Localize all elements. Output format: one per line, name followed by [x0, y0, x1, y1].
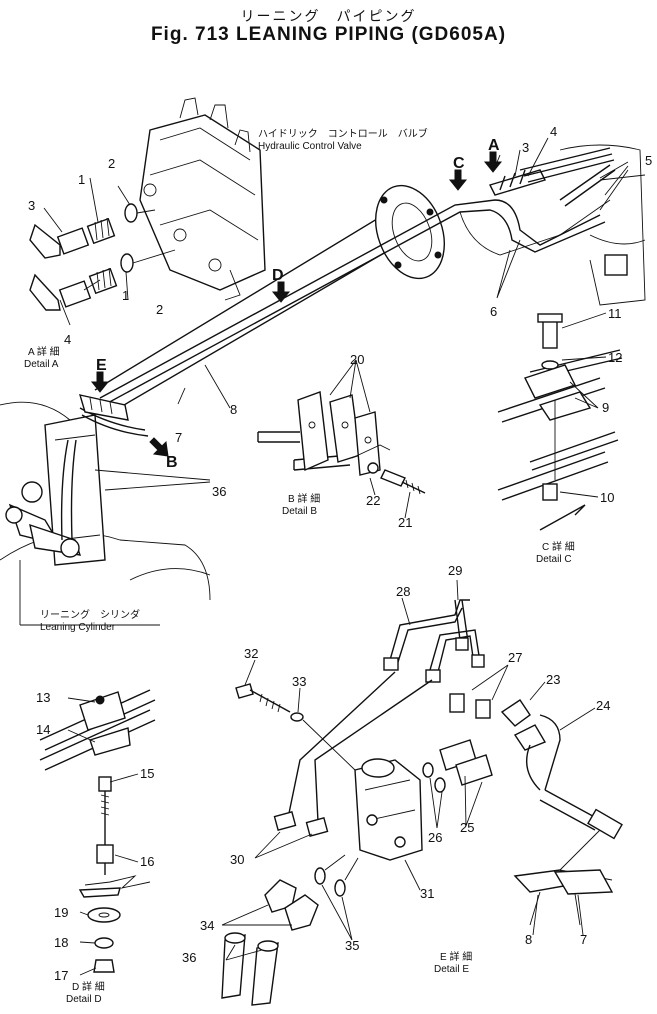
- detail-d-caption: Detail D: [66, 994, 102, 1005]
- main-frame: [94, 144, 646, 413]
- hydraulic-valve-caption-jp: ハイドリック コントロール バルブ: [258, 127, 428, 140]
- part-number-label: 2: [156, 302, 163, 317]
- part-number-label: 11: [608, 306, 622, 321]
- view-arrow-e-label: E: [96, 357, 107, 374]
- part-number-label: 27: [508, 650, 522, 665]
- detail-a: [29, 203, 176, 311]
- detail-b-caption: Detail B: [282, 506, 317, 517]
- part-number-label: 1: [122, 288, 129, 303]
- arrow-b-icon: [149, 437, 169, 457]
- part-number-label: 14: [36, 722, 50, 737]
- part-number-label: 31: [420, 886, 434, 901]
- arrow-d-icon: [271, 281, 291, 303]
- title-english: Fig. 713 LEANING PIPING (GD605A): [150, 24, 507, 45]
- part-number-label: 4: [64, 332, 71, 347]
- part-number-label: 16: [140, 854, 154, 869]
- part-number-label: 23: [546, 672, 560, 687]
- part-number-label: 25: [460, 820, 474, 835]
- part-number-label: 9: [602, 400, 609, 415]
- part-number-label: 13: [36, 690, 50, 705]
- view-arrow-c-label: C: [453, 155, 465, 172]
- part-number-label: 8: [230, 402, 237, 417]
- part-number-label: 12: [608, 350, 622, 365]
- detail-b-caption-jp: B 詳 細: [288, 492, 320, 505]
- view-arrow-b-label: B: [166, 454, 178, 471]
- figure-title: リーニング パイピング Fig. 713 LEANING PIPING (GD6…: [0, 8, 657, 46]
- part-number-label: 18: [54, 935, 68, 950]
- part-number-label: 1: [78, 172, 85, 187]
- part-number-label: 3: [28, 198, 35, 213]
- part-number-label: 26: [428, 830, 442, 845]
- view-arrows: [90, 151, 503, 457]
- detail-e-caption-jp: E 詳 細: [440, 950, 472, 963]
- part-number-label: 36: [182, 950, 196, 965]
- hydraulic-control-valve: [139, 97, 266, 301]
- detail-a-caption: Detail A: [24, 359, 59, 370]
- detail-d-caption-jp: D 詳 細: [72, 980, 105, 993]
- detail-e-caption: Detail E: [434, 964, 469, 975]
- part-number-label: 21: [398, 515, 412, 530]
- part-number-label: 5: [645, 153, 652, 168]
- detail-b: [257, 391, 426, 495]
- hydraulic-valve-caption: Hydraulic Control Valve: [258, 141, 362, 152]
- arrow-e-icon: [90, 371, 110, 393]
- leader-lines: [43, 137, 629, 976]
- part-number-label: 8: [525, 932, 532, 947]
- part-number-label: 24: [596, 698, 610, 713]
- view-arrow-d-label: D: [272, 267, 284, 284]
- view-arrow-a-label: A: [488, 137, 500, 154]
- leaning-cylinder: [0, 394, 211, 626]
- detail-c-caption-jp: C 詳 細: [542, 540, 575, 553]
- part-number-label: 15: [140, 766, 154, 781]
- part-number-label: 7: [580, 932, 587, 947]
- title-japanese: リーニング パイピング: [240, 8, 417, 24]
- detail-d: [39, 689, 156, 973]
- detail-e: [221, 599, 623, 1006]
- leaning-cylinder-caption-jp: リーニング シリンダ: [40, 608, 140, 621]
- part-number-label: 33: [292, 674, 306, 689]
- leaning-cylinder-caption: Leaning Cylinder: [40, 622, 116, 633]
- part-number-label: 20: [350, 352, 364, 367]
- detail-a-caption-jp: A 詳 細: [28, 345, 60, 358]
- part-number-label: 30: [230, 852, 244, 867]
- part-number-label: 34: [200, 918, 214, 933]
- part-number-label: 28: [396, 584, 410, 599]
- detail-c-caption: Detail C: [536, 554, 572, 565]
- part-number-label: 32: [244, 646, 258, 661]
- part-number-label: 36: [212, 484, 226, 499]
- part-number-label: 19: [54, 905, 68, 920]
- part-number-label: 7: [175, 430, 182, 445]
- part-number-label: 4: [550, 124, 557, 139]
- arrow-c-icon: [448, 169, 468, 191]
- part-number-label: 35: [345, 938, 359, 953]
- part-number-label: 29: [448, 563, 462, 578]
- arrow-a-icon: [483, 151, 503, 173]
- part-number-label: 3: [522, 140, 529, 155]
- part-number-label: 6: [490, 304, 497, 319]
- part-number-label: 22: [366, 493, 380, 508]
- part-number-label: 2: [108, 156, 115, 171]
- part-number-label: 17: [54, 968, 68, 983]
- part-number-label: 10: [600, 490, 614, 505]
